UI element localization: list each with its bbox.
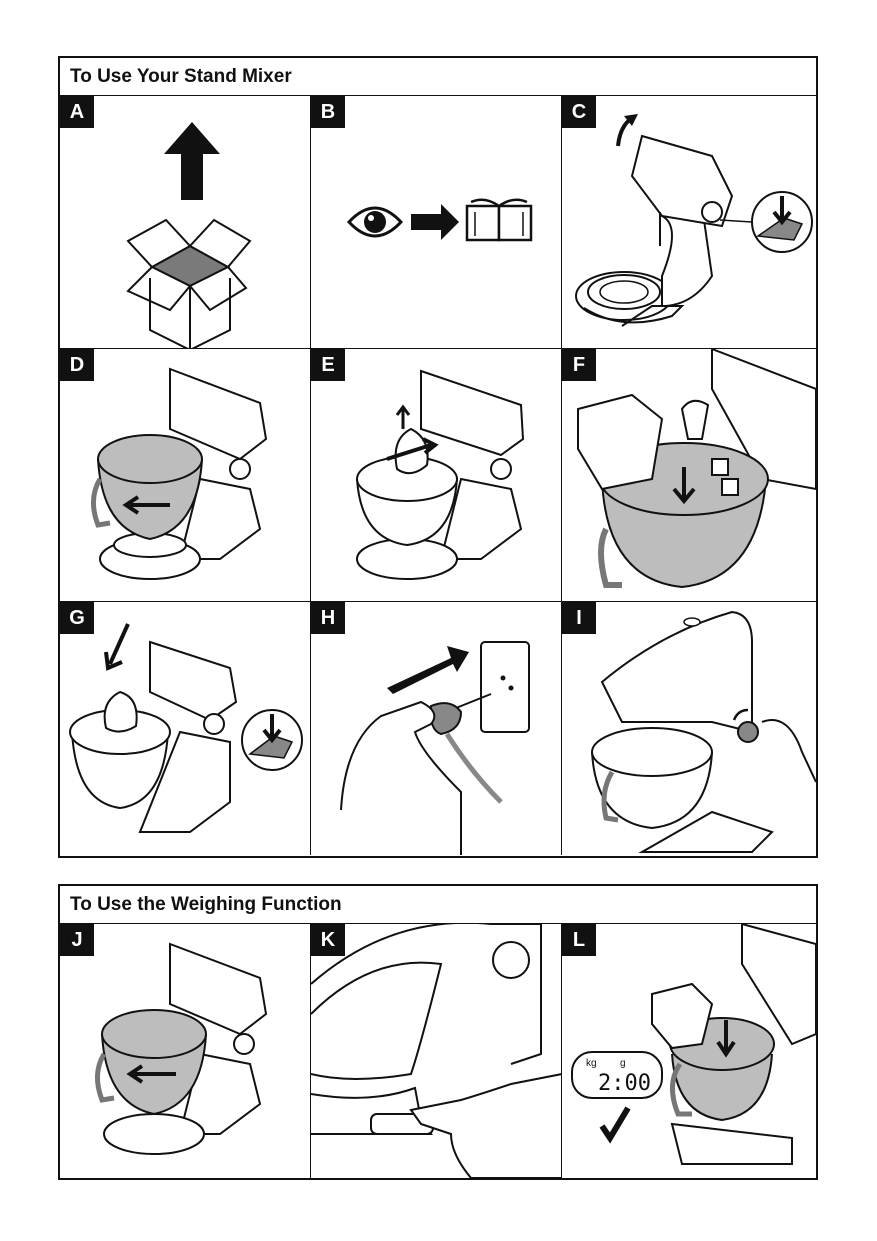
weigh-ingredients-icon: kg g 2:00 [571,924,816,1165]
step-badge: K [311,924,345,956]
scale-unit-g: g [620,1058,626,1069]
step-badge: D [60,349,94,381]
add-ingredients-icon [577,349,816,589]
step-badge: E [311,349,345,381]
panel-l: L kg g 2:00 [562,924,816,1178]
read-manual-icon [346,198,533,242]
panel-a: A [60,96,311,349]
step-badge: H [311,602,345,634]
fit-tool-icon [356,369,525,580]
plug-in-icon [340,641,530,855]
step-badge: A [60,96,94,128]
stand-mixer-section: To Use Your Stand Mixer A B [58,56,818,858]
panel-f: F [562,349,816,602]
fit-bowl-icon [91,367,268,580]
check-mark-icon [599,1106,631,1144]
panel-b: B [311,96,562,349]
scale-unit-kg: kg [586,1058,597,1069]
panel-k: K [311,924,562,1178]
panel-d: D [60,349,311,602]
lift-head-icon [575,114,813,327]
step-badge: F [562,349,596,381]
panel-j: J [60,924,311,1178]
press-scale-button-icon [311,924,561,1178]
weighing-section: To Use the Weighing Function J K [58,884,818,1180]
panel-e: E [311,349,562,602]
step-badge: B [311,96,345,128]
panel-i: I [562,602,816,855]
step-badge: L [562,924,596,956]
lower-head-icon [69,623,303,833]
step-badge: J [60,924,94,956]
unbox-icon [126,122,252,348]
panel-g: G [60,602,311,855]
section-title: To Use the Weighing Function [60,886,816,924]
step-badge: C [562,96,596,128]
fit-bowl-icon [95,942,268,1155]
panel-h: H [311,602,562,855]
turn-speed-knob-icon [591,610,816,853]
step-badge: I [562,602,596,634]
panel-c: C [562,96,816,349]
step-badge: G [60,602,94,634]
section-title: To Use Your Stand Mixer [60,58,816,96]
scale-reading: 2:00 [598,1071,651,1096]
